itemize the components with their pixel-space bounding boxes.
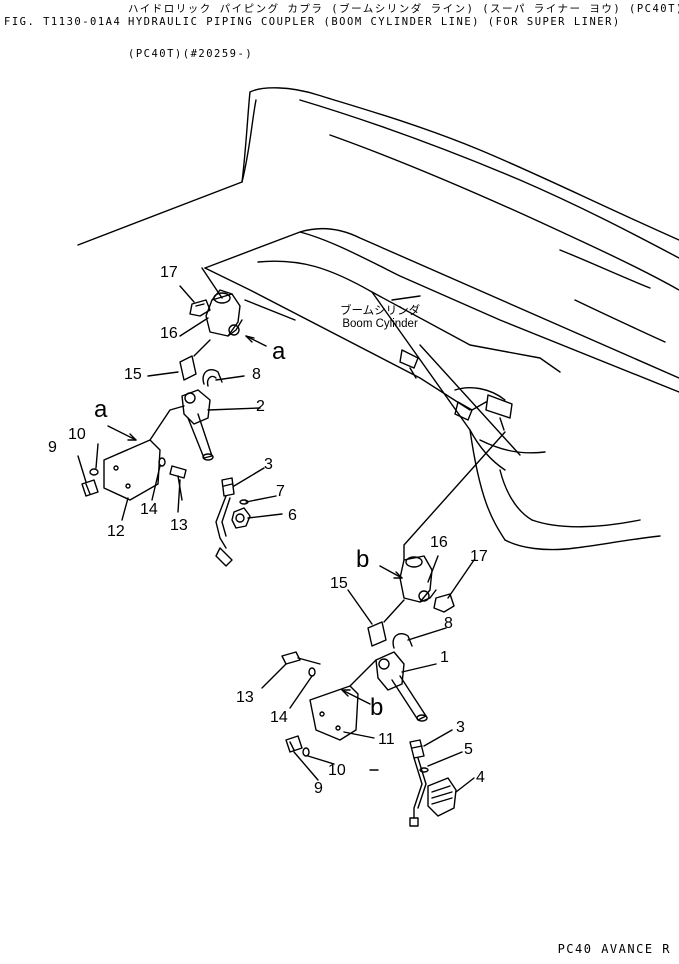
japanese-title: ハイドロリック パイピング カプラ (ブームシリンダ ライン) (スーパ ライナ… xyxy=(128,3,679,15)
callout-3-upper: 3 xyxy=(264,456,273,473)
callout-17-upper: 17 xyxy=(160,264,178,281)
upper-assembly xyxy=(78,268,282,566)
callout-12: 12 xyxy=(107,523,125,540)
callout-8-lower: 8 xyxy=(444,615,453,632)
callout-3-lower: 3 xyxy=(456,719,465,736)
detail-letter-a-right: a xyxy=(272,338,286,365)
callout-2: 2 xyxy=(256,398,265,415)
callout-16-lower: 16 xyxy=(430,534,448,551)
figure-number: FIG. T1130-01A4 xyxy=(4,16,122,28)
detail-letter-a-left: a xyxy=(94,396,108,423)
callout-8-upper: 8 xyxy=(252,366,261,383)
model-serial: (PC40T)(#20259-) xyxy=(128,48,254,60)
machine-frame-outline xyxy=(78,88,679,560)
callout-13-lower: 13 xyxy=(236,689,254,706)
detail-letter-b-right: b xyxy=(370,694,384,721)
callout-14-lower: 14 xyxy=(270,709,288,726)
callout-9-upper: 9 xyxy=(48,439,57,456)
callout-7: 7 xyxy=(276,483,285,500)
detail-letter-b-left: b xyxy=(356,546,370,573)
callout-14-upper: 14 xyxy=(140,501,158,518)
callout-15-upper: 15 xyxy=(124,366,142,383)
callout-17-lower: 17 xyxy=(470,548,488,565)
boom-cylinder-label-en: Boom Cylinder xyxy=(342,318,418,330)
callout-6: 6 xyxy=(288,507,297,524)
callout-15-lower: 15 xyxy=(330,575,348,592)
cylinder-leader xyxy=(392,296,420,300)
boom-cylinder-label-jp: ブームシリンダ xyxy=(340,305,421,317)
callout-11: 11 xyxy=(378,731,395,748)
callout-5: 5 xyxy=(464,741,473,758)
callout-16-upper: 16 xyxy=(160,325,178,342)
callout-13-upper: 13 xyxy=(170,517,188,534)
model-footer: PC40 AVANCE R xyxy=(557,942,671,956)
boom-cylinder-label: ブームシリンダ Boom Cylinder xyxy=(340,305,420,331)
callout-10-lower: 10 xyxy=(328,762,346,779)
callout-4: 4 xyxy=(476,769,485,786)
callout-10-upper: 10 xyxy=(68,426,86,443)
callout-9-lower: 9 xyxy=(314,780,323,797)
english-title: HYDRAULIC PIPING COUPLER (BOOM CYLINDER … xyxy=(128,16,621,28)
callout-1: 1 xyxy=(440,649,449,666)
lower-assembly xyxy=(262,556,474,826)
